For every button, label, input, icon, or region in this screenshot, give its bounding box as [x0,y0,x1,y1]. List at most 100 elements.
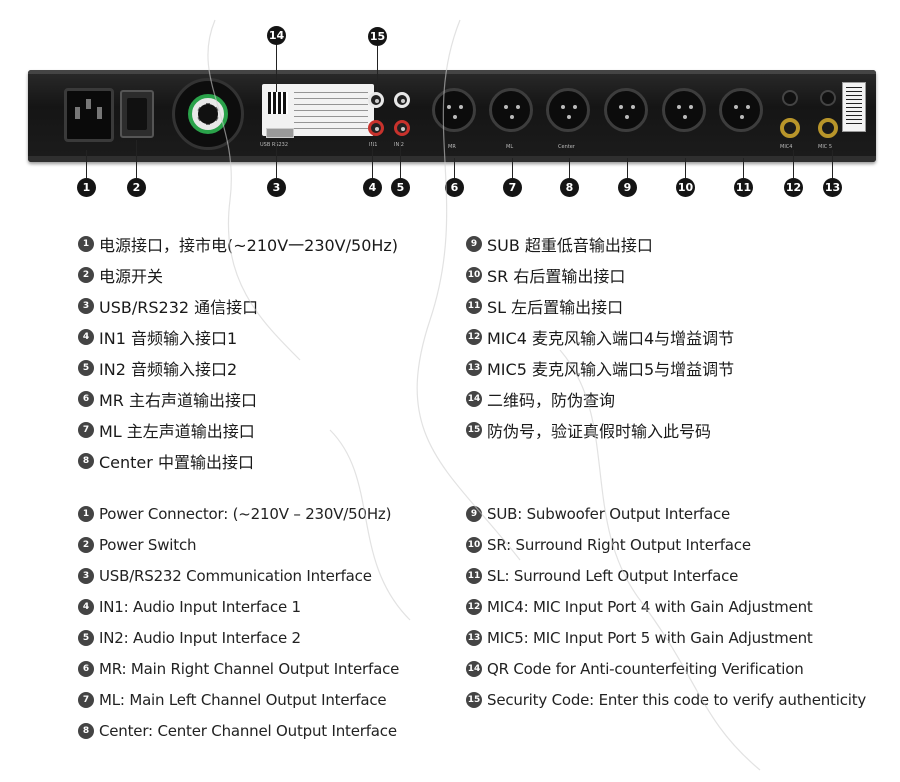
power-switch [120,90,154,138]
legend-text: IN2: Audio Input Interface 2 [99,629,301,647]
legend-text: IN2 音频输入接口2 [99,360,238,379]
fan-hub [198,104,218,124]
number-badge: 10 [466,267,482,283]
number-badge: 15 [466,692,482,708]
white-rca-jack [394,92,410,108]
legend-item-en-12: 12 MIC4: MIC Input Port 4 with Gain Adjus… [466,595,813,619]
xlr-pin [625,115,629,119]
callout-10: 10 [676,178,695,197]
in2-port-label: IN 2 [394,142,404,148]
callout-leader [569,158,570,178]
xlr-pin [746,105,750,109]
number-badge: 7 [78,422,94,438]
in1-rca-jack [368,120,384,136]
number-badge: 7 [78,692,94,708]
callout-leader [400,140,401,178]
callout-leader [627,158,628,178]
legend-item-en-5: 5 IN2: Audio Input Interface 2 [78,626,301,650]
legend-text: MIC4: MIC Input Port 4 with Gain Adjustm… [487,598,813,616]
number-badge: 15 [466,422,482,438]
in2-rca-jack [394,120,410,136]
device-bottom-rim [28,156,876,162]
legend-text: MR: Main Right Channel Output Interface [99,660,400,678]
switch-rocker [127,98,147,130]
number-badge: 1 [78,506,94,522]
callout-11: 11 [734,178,753,197]
in1-port-label: IN1 [369,142,378,148]
cooling-fan [172,78,244,150]
callout-leader [454,158,455,178]
legend-text: 二维码，防伪查询 [487,391,616,410]
sr-xlr-output [662,88,706,132]
callout-6: 6 [445,178,464,197]
xlr-pin [573,105,577,109]
callout-1: 1 [77,178,96,197]
legend-text: ML: Main Left Channel Output Interface [99,691,387,709]
sl-xlr-output [719,88,763,132]
number-badge: 4 [78,329,94,345]
mr-port-label: MR [448,144,456,150]
xlr-pin [734,105,738,109]
legend-text: Center: Center Channel Output Interface [99,722,397,740]
callout-leader [743,158,744,178]
legend-text: 电源接口，接市电(~210V一230V/50Hz) [99,236,399,255]
center-xlr-output [546,88,590,132]
number-badge: 11 [466,298,482,314]
legend-text: SR 右后置输出接口 [487,267,626,286]
xlr-pin [740,115,744,119]
callout-15: 15 [368,27,387,46]
xlr-pin [683,115,687,119]
legend-text: MIC5 麦克风输入端口5与增益调节 [487,360,735,379]
callout-leader [832,150,833,178]
number-badge: 2 [78,267,94,283]
callout-13: 13 [823,178,842,197]
callout-12: 12 [784,178,803,197]
ml-xlr-output [489,88,533,132]
number-badge: 5 [78,630,94,646]
callout-leader [793,150,794,178]
sub-xlr-output [604,88,648,132]
number-badge: 12 [466,329,482,345]
xlr-pin [677,105,681,109]
xlr-pin [453,115,457,119]
legend-text: MR 主右声道输出接口 [99,391,258,410]
ml-port-label: ML [506,144,514,150]
legend-text: USB/RS232 Communication Interface [99,567,372,585]
power-pin [86,99,91,109]
mic4-gain-knob [782,90,798,106]
mic4-input-jack [780,118,800,138]
callout-8: 8 [560,178,579,197]
legend-text: Power Connector: (~210V – 230V/50Hz) [99,505,392,523]
number-badge: 1 [78,236,94,252]
callout-leader [276,44,277,92]
mic5-input-jack [818,118,838,138]
xlr-pin [631,105,635,109]
mic5-port-label: MIC 5 [818,144,833,150]
callout-2: 2 [127,178,146,197]
xlr-pin [516,105,520,109]
number-badge: 12 [466,599,482,615]
xlr-pin [510,115,514,119]
callout-leader [86,150,87,178]
callout-leader [276,140,277,178]
legend-text: USB/RS232 通信接口 [99,298,259,317]
certification-sticker [842,82,866,132]
power-pin [75,107,80,119]
legend-text: QR Code for Anti-counterfeiting Verifica… [487,660,804,678]
qr-code [268,92,288,114]
callout-leader [136,140,137,178]
